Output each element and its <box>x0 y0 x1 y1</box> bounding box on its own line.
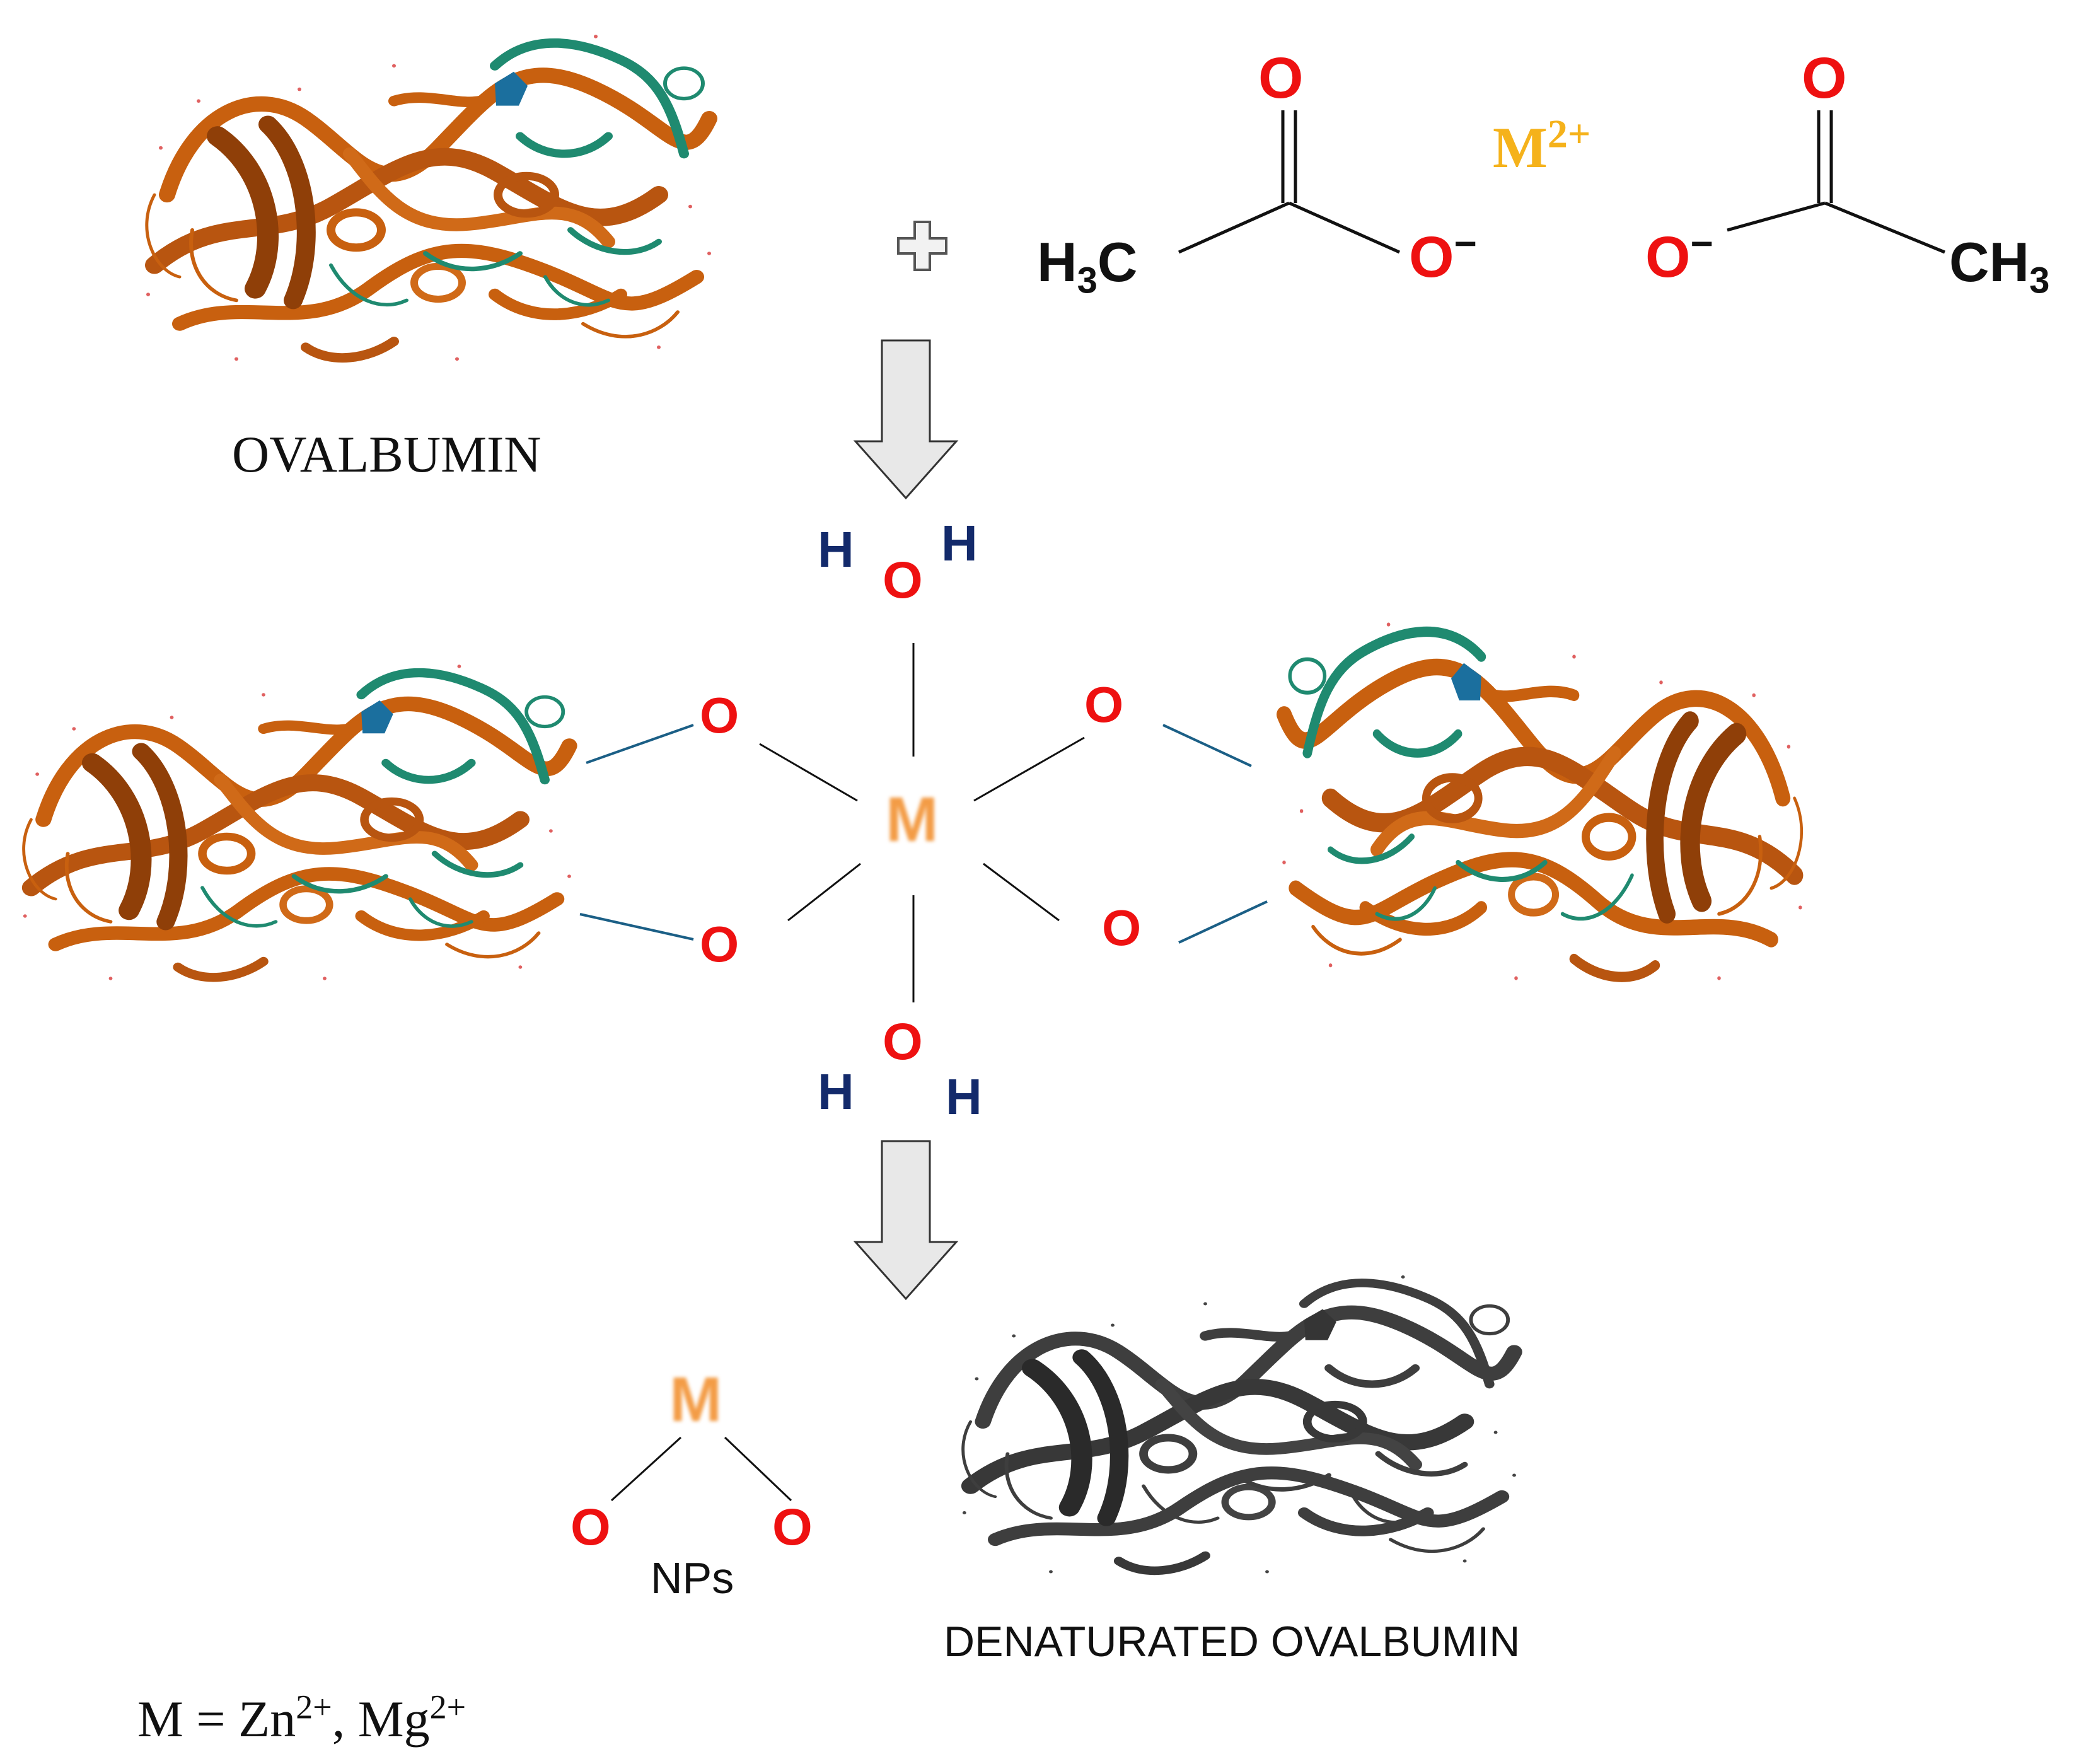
metal-symbol: M <box>1493 115 1548 180</box>
methyl-subscript: 3 <box>2029 260 2050 301</box>
methyl-subscript: 3 <box>1077 260 1098 301</box>
anion-charge: − <box>1454 222 1477 266</box>
acetate-left-bonds <box>1178 110 1401 254</box>
methyl-ch: CH <box>1949 231 2030 293</box>
complex-oxygen-upper-left: O <box>700 687 739 743</box>
nanoparticle-oxygen-left: O <box>571 1499 611 1556</box>
legend-separator: , Mg <box>332 1690 430 1748</box>
acetate-right-methyl: CH3 <box>1949 235 2049 299</box>
water-bottom-h-left: H <box>818 1064 854 1120</box>
anion-o: O <box>1409 225 1454 289</box>
metal-ion-label: M2+ <box>1493 113 1590 177</box>
water-top-oxygen: O <box>883 552 923 609</box>
denatured-ovalbumin-label: DENATURATED OVALBUMIN <box>944 1618 1520 1666</box>
acetate-right-anion-oxygen: O− <box>1645 224 1713 289</box>
water-top-h-right: H <box>941 515 978 571</box>
water-bottom-oxygen: O <box>883 1013 923 1071</box>
legend-prefix: M = Zn <box>137 1690 296 1748</box>
acetate-right-carbonyl-oxygen: O <box>1802 46 1847 110</box>
nanoparticle-metal: M <box>669 1364 722 1435</box>
water-top-h-left: H <box>818 521 854 577</box>
complex-oxygen-upper-right: O <box>1084 676 1124 733</box>
reaction-arrow-1 <box>854 339 958 499</box>
plus-icon <box>897 221 947 271</box>
complex-metal-center: M <box>886 784 939 855</box>
reaction-arrow-2 <box>854 1140 958 1300</box>
ovalbumin-structure-left <box>23 664 571 980</box>
acetate-left-methyl: H3C <box>1037 235 1137 299</box>
protein-oxygen-links <box>579 724 1268 944</box>
water-bottom-h-right: H <box>946 1069 982 1125</box>
ovalbumin-label: OVALBUMIN <box>232 426 542 483</box>
anion-charge: − <box>1690 222 1713 266</box>
legend-mg-charge: 2+ <box>429 1688 466 1726</box>
complex-oxygen-lower-right: O <box>1102 900 1142 956</box>
ovalbumin-structure-right <box>1282 623 1802 980</box>
methyl-h: H <box>1037 231 1077 293</box>
nanoparticle-oxygen-right: O <box>772 1499 813 1556</box>
nanoparticle-bonds <box>610 1436 792 1502</box>
metal-charge: 2+ <box>1547 111 1591 156</box>
ovalbumin-structure-top <box>146 35 711 361</box>
anion-o: O <box>1645 225 1691 289</box>
acetate-right-bonds <box>1727 110 1945 254</box>
nanoparticles-label: NPs <box>651 1553 734 1603</box>
denatured-ovalbumin-structure <box>963 1275 1516 1574</box>
coordination-bonds <box>759 643 1085 1002</box>
legend-zn-charge: 2+ <box>296 1688 332 1726</box>
methyl-c: C <box>1097 231 1138 293</box>
complex-oxygen-lower-left: O <box>700 916 739 972</box>
acetate-left-anion-oxygen: O− <box>1409 224 1477 289</box>
acetate-left-carbonyl-oxygen: O <box>1258 46 1304 110</box>
metal-legend: M = Zn2+, Mg2+ <box>137 1690 466 1748</box>
